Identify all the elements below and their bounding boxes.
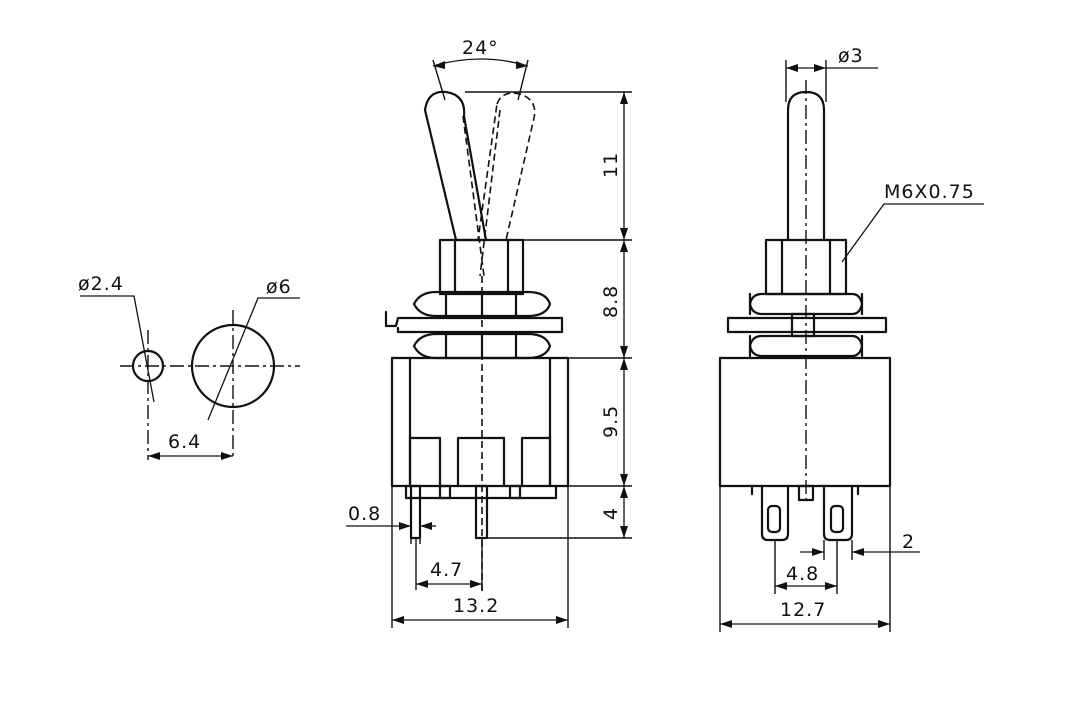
front-pitch-label: 4.7 (430, 559, 463, 581)
side-width-label: 12.7 (780, 599, 826, 621)
lever-solid (423, 90, 488, 242)
side-gap-label: 2 (902, 531, 915, 553)
lever-height-label: 11 (600, 152, 622, 178)
housing-side (718, 356, 892, 488)
terminal-width-label: 0.8 (348, 503, 381, 525)
small-hole (131, 349, 165, 383)
large-hole-label: ø6 (266, 276, 292, 298)
thread-label: M6X0.75 (884, 181, 975, 203)
housing-front (390, 356, 570, 488)
front-width-label: 13.2 (453, 595, 499, 617)
hole-spacing-label: 6.4 (168, 431, 201, 453)
angle-label: 24° (462, 37, 499, 59)
terminal-side-right (822, 484, 854, 542)
washer (384, 310, 564, 334)
body-height-label: 9.5 (600, 405, 622, 438)
terminal-height-label: 4 (600, 507, 622, 520)
bushing-height-label: 8.8 (600, 285, 622, 318)
panel-cutout-view (80, 295, 300, 460)
lever-dashed (477, 92, 536, 241)
front-view (346, 58, 632, 628)
terminal-left (409, 484, 422, 540)
lever-diameter-label: ø3 (838, 45, 864, 67)
large-hole (190, 323, 276, 409)
side-pitch-label: 4.8 (786, 563, 819, 585)
side-view (718, 60, 984, 632)
small-hole-label: ø2.4 (78, 273, 124, 295)
